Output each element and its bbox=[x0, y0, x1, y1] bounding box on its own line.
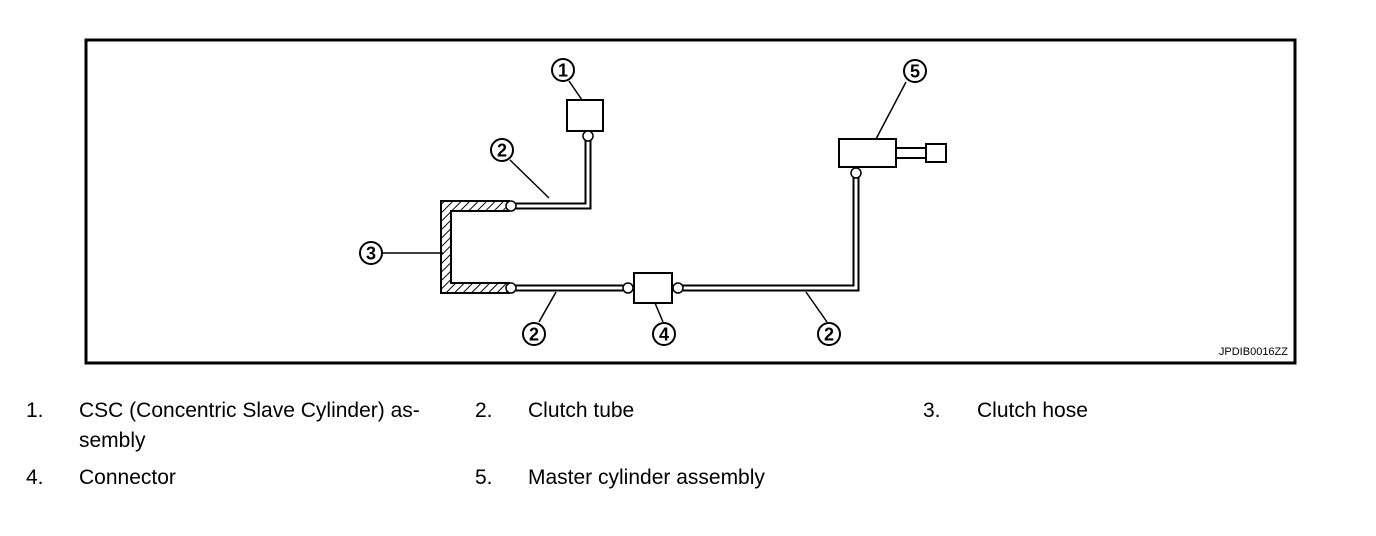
legend-num: 2. bbox=[475, 399, 493, 422]
legend-text: Clutch tube bbox=[528, 399, 635, 422]
svg-text:1: 1 bbox=[558, 61, 568, 81]
legend-num: 4. bbox=[26, 466, 44, 489]
legend-text: Master cylinder assembly bbox=[528, 466, 765, 489]
callout-2-lower-right: 2 bbox=[817, 322, 841, 346]
svg-text:4: 4 bbox=[659, 325, 669, 345]
callout-3: 3 bbox=[359, 241, 383, 265]
legend-text-continued: sembly bbox=[79, 429, 146, 452]
legend-text: Connector bbox=[79, 466, 176, 489]
legend-text: Clutch hose bbox=[977, 399, 1088, 422]
callout-5: 5 bbox=[903, 59, 927, 83]
svg-text:2: 2 bbox=[529, 325, 539, 345]
diagram-frame bbox=[84, 38, 1297, 365]
svg-text:2: 2 bbox=[824, 325, 834, 345]
callout-2-upper: 2 bbox=[490, 138, 514, 162]
svg-text:2: 2 bbox=[497, 141, 507, 161]
connector bbox=[633, 272, 673, 304]
figure-code: JPDIB0016ZZ bbox=[1219, 346, 1288, 358]
clutch-hydraulic-diagram: 1 2 3 2 4 2 5 JPDIB0016ZZ bbox=[84, 38, 1297, 365]
legend-num: 3. bbox=[923, 399, 941, 422]
csc-assembly bbox=[566, 99, 604, 132]
callout-4: 4 bbox=[652, 322, 676, 346]
callout-1: 1 bbox=[551, 58, 575, 82]
joint-fittings bbox=[505, 130, 862, 294]
legend-num: 1. bbox=[26, 399, 44, 422]
callout-2-lower-left: 2 bbox=[522, 322, 546, 346]
svg-text:3: 3 bbox=[366, 244, 376, 264]
legend-num: 5. bbox=[475, 466, 493, 489]
legend-text: CSC (Concentric Slave Cylinder) as- bbox=[79, 399, 420, 422]
master-cylinder-assembly bbox=[838, 138, 947, 168]
svg-text:5: 5 bbox=[910, 62, 920, 82]
leader-lines bbox=[382, 80, 907, 323]
